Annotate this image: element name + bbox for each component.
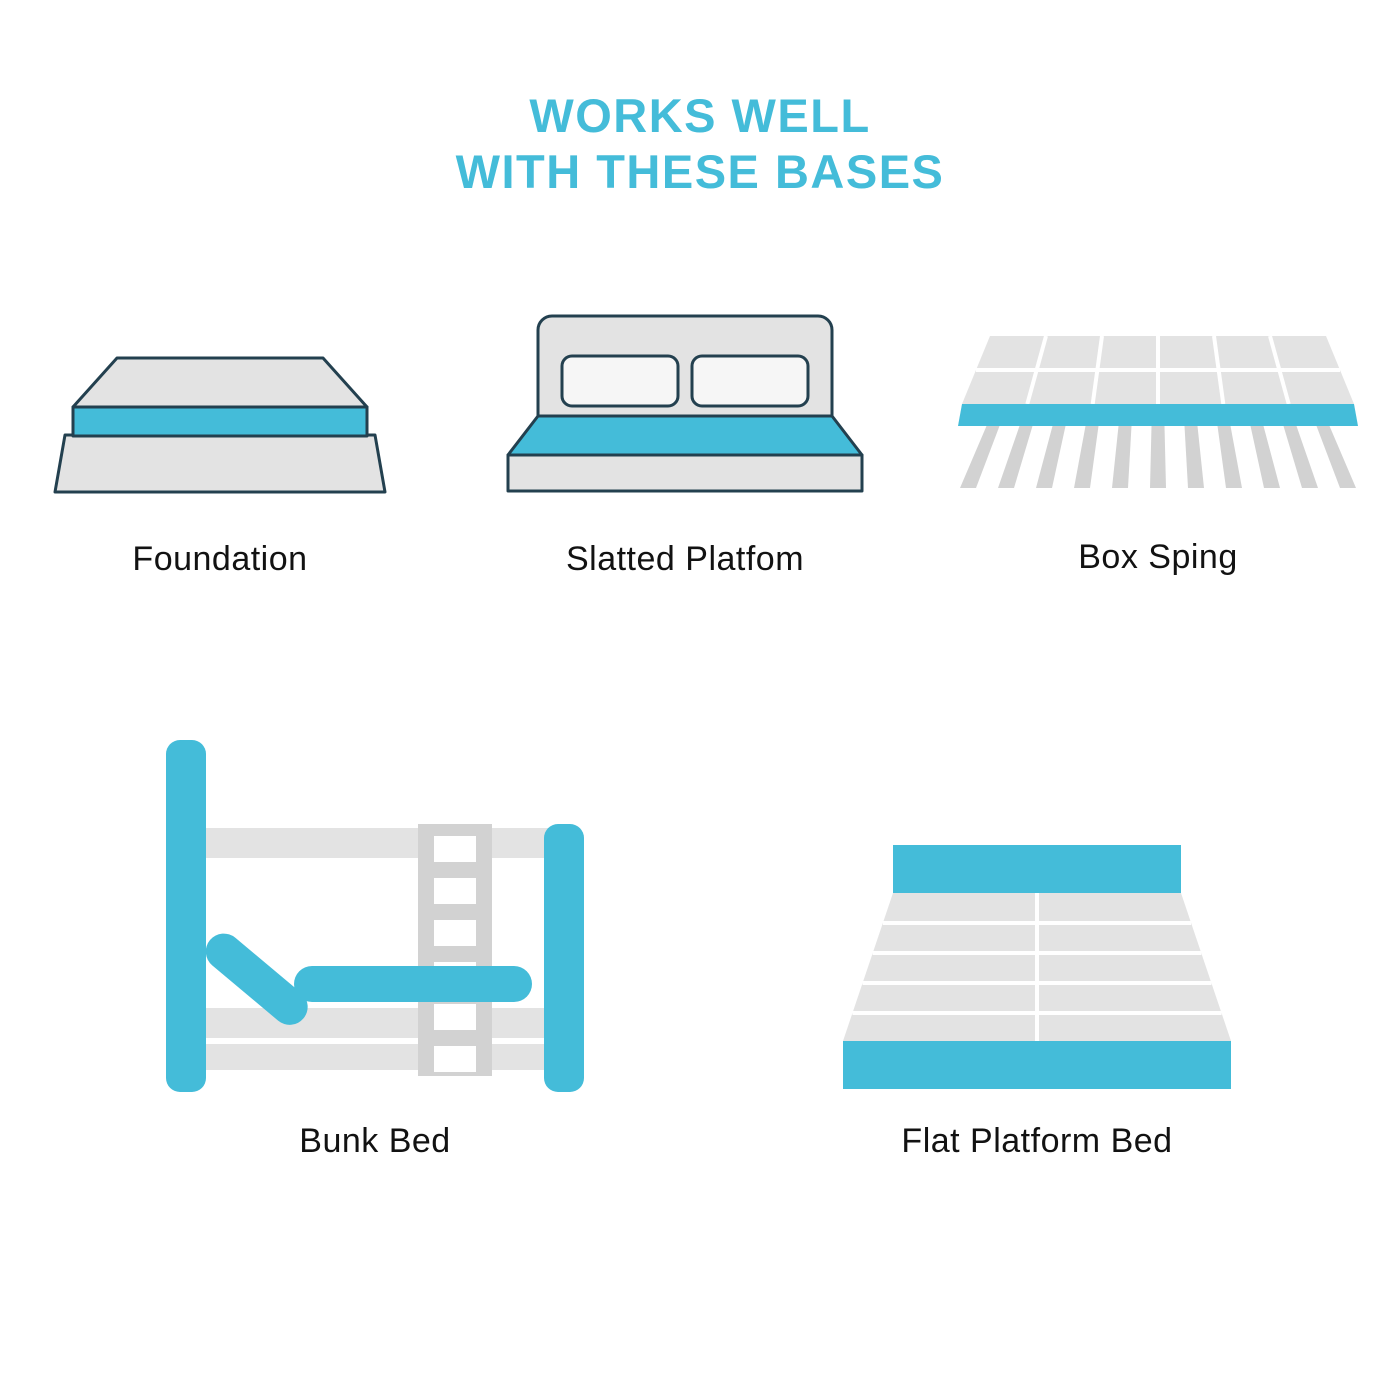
box-spring-icon bbox=[958, 335, 1358, 488]
page-title-line1: WORKS WELL bbox=[529, 89, 871, 142]
bunk-bed-icon bbox=[166, 740, 584, 1092]
foundation-base bbox=[53, 433, 387, 494]
bolster-horizontal bbox=[294, 966, 532, 1002]
box-spring-illustration bbox=[958, 335, 1358, 490]
bolster-diagonal bbox=[205, 933, 308, 1025]
box-spring-label: Box Sping bbox=[1078, 538, 1238, 576]
bunk-post-right bbox=[544, 824, 584, 1092]
slatted-platform-illustration bbox=[500, 313, 870, 493]
slatted-platform-label: Slatted Platfom bbox=[565, 540, 805, 578]
foundation-mattress-front bbox=[71, 405, 369, 438]
mattress-top bbox=[506, 414, 864, 457]
pillow-left bbox=[560, 354, 680, 408]
page-title-line2: WITH THESE BASES bbox=[455, 145, 945, 199]
flat-platform-bed-illustration bbox=[843, 845, 1231, 1089]
foundation-icon bbox=[53, 356, 387, 494]
box-spring-fringe bbox=[960, 426, 1356, 488]
slatted-platform-icon bbox=[506, 314, 864, 493]
foundation-mattress-top bbox=[71, 356, 369, 409]
lower-bunk-rail-top bbox=[196, 1008, 556, 1038]
ladder bbox=[418, 824, 492, 1076]
flat-platform-bed-icon bbox=[843, 845, 1231, 1089]
platform-base bbox=[843, 1041, 1231, 1089]
lower-bunk-rail-bottom bbox=[196, 1044, 556, 1070]
foundation-label: Foundation bbox=[132, 540, 308, 578]
bunk-bed-illustration bbox=[166, 740, 584, 1092]
bunk-post-left bbox=[166, 740, 206, 1092]
foundation-illustration bbox=[53, 350, 387, 495]
bunk-bed-label: Bunk Bed bbox=[299, 1122, 451, 1160]
bed-base bbox=[506, 453, 864, 493]
box-spring-band bbox=[958, 404, 1358, 426]
box-spring-top-seams bbox=[976, 335, 1340, 405]
pillow-right bbox=[690, 354, 810, 408]
platform-top-seams bbox=[852, 893, 1222, 1041]
platform-headboard bbox=[893, 845, 1181, 893]
upper-bunk-rail bbox=[196, 828, 556, 858]
flat-platform-bed-label: Flat Platform Bed bbox=[901, 1122, 1173, 1160]
page-title: WORKS WELL WITH THESE BASES bbox=[0, 88, 1400, 201]
